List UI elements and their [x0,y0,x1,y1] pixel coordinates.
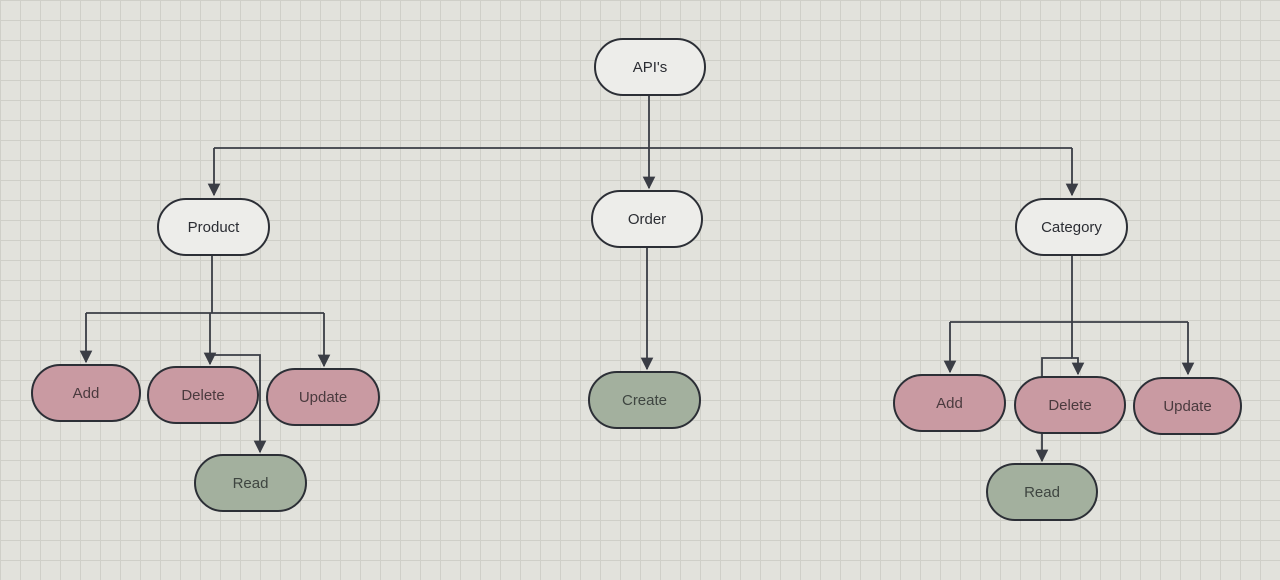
node-order-create[interactable]: Create [588,371,701,429]
node-apis-label: API's [632,58,668,76]
node-category-delete[interactable]: Delete [1014,376,1126,434]
node-product[interactable]: Product [157,198,270,256]
node-order-create-label: Create [621,391,668,409]
node-category-read-label: Read [1024,483,1060,501]
node-category[interactable]: Category [1015,198,1128,256]
node-category-add-label: Add [936,394,963,412]
node-product-label: Product [187,218,240,236]
node-category-label: Category [1041,218,1102,236]
node-product-add[interactable]: Add [31,364,141,422]
node-product-add-label: Add [72,384,100,402]
node-product-read[interactable]: Read [194,454,307,512]
node-category-update-label: Update [1163,397,1212,415]
node-category-update[interactable]: Update [1133,377,1242,435]
connector-product-to-read [212,354,267,454]
node-product-delete-label: Delete [181,386,225,404]
node-product-update[interactable]: Update [266,368,380,426]
connector-category-to-delete [1071,322,1085,376]
node-category-read[interactable]: Read [986,463,1098,521]
node-category-add[interactable]: Add [893,374,1006,432]
node-product-read-label: Read [232,474,269,492]
node-category-delete-label: Delete [1048,396,1092,414]
node-apis[interactable]: API's [594,38,706,96]
node-product-delete[interactable]: Delete [147,366,259,424]
node-order[interactable]: Order [591,190,703,248]
node-order-label: Order [627,210,667,228]
node-product-update-label: Update [298,388,348,406]
